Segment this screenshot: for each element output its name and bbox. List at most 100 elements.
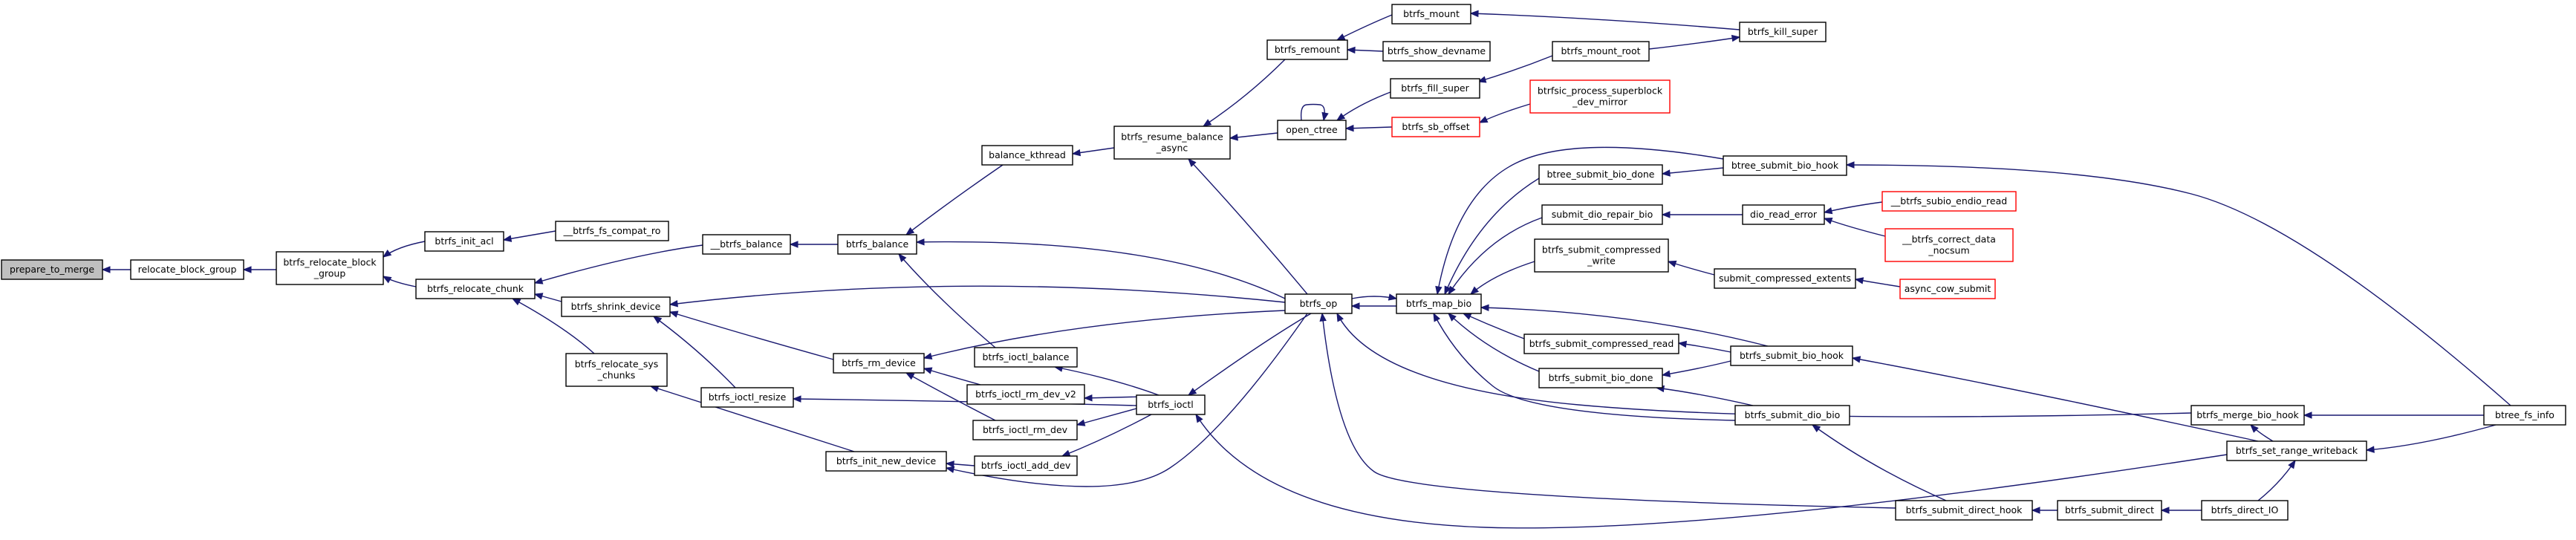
node-btrfs-show-devname[interactable]: btrfs_show_devname: [1382, 41, 1491, 62]
node-btrfs-map-bio[interactable]: btrfs_map_bio: [1396, 293, 1482, 314]
node-box: [1730, 345, 1853, 366]
node-btrfs-balance[interactable]: btrfs_balance: [837, 234, 917, 255]
node-submit-dio-repair-bio[interactable]: submit_dio_repair_bio: [1541, 204, 1663, 225]
node-label: btrfs_submit_bio_done: [1549, 372, 1653, 383]
call-edge-line: [2257, 460, 2296, 501]
call-edge: [1444, 178, 1540, 296]
node-balance-kthread[interactable]: balance_kthread: [981, 145, 1073, 166]
node-label: __btrfs_fs_compat_ro: [563, 225, 661, 236]
call-edge: [1435, 146, 1724, 296]
node-label: _async: [1156, 143, 1188, 154]
call-edge-line: [946, 313, 1308, 487]
node-box: [2190, 405, 2305, 426]
node-box: [424, 231, 504, 252]
node-submit-compressed-extents[interactable]: submit_compressed_extents: [1714, 268, 1856, 289]
arrowhead-icon: [511, 298, 521, 306]
call-edge: [2257, 459, 2296, 501]
node-btrfs-submit-direct[interactable]: btrfs_submit_direct: [2057, 500, 2162, 521]
node-label: btrfsic_process_superblock: [1538, 85, 1663, 97]
call-edge-line: [1336, 14, 1393, 41]
node-btrfs-ioctl-resize[interactable]: btrfs_ioctl_resize: [700, 387, 794, 408]
call-edge: [1677, 340, 1731, 353]
node-btrfs-ioctl-add-dev[interactable]: btrfs_ioctl_add_dev: [974, 455, 1078, 476]
node-label: btree_submit_bio_hook: [1731, 160, 1839, 171]
node-btrfs-direct-IO[interactable]: btrfs_direct_IO: [2201, 500, 2289, 521]
node-btrfs-ioctl[interactable]: btrfs_ioctl: [1136, 394, 1206, 415]
node-label: btrfs_ioctl_add_dev: [981, 460, 1071, 471]
node-btrfs-mount[interactable]: btrfs_mount: [1391, 4, 1471, 25]
call-edge: [1076, 408, 1137, 426]
call-edge-line: [669, 285, 1286, 305]
call-edge-line: [1448, 217, 1543, 295]
node-label: balance_kthread: [989, 149, 1066, 160]
node-box: [1396, 293, 1482, 314]
call-edge: [945, 461, 975, 468]
node-btrfs-remount[interactable]: btrfs_remount: [1266, 39, 1348, 60]
node-relocate-block-group[interactable]: relocate_block_group: [130, 259, 244, 280]
node-btrfsic-process-superblock-dev-mirror[interactable]: btrfsic_process_superblock_dev_mirror: [1529, 79, 1671, 114]
arrowhead-icon: [2303, 411, 2312, 419]
node-btrfs-mount-root[interactable]: btrfs_mount_root: [1552, 41, 1650, 62]
node-box: [1881, 191, 2017, 212]
node-box: [702, 234, 791, 255]
arrowhead-icon: [915, 238, 925, 246]
node-btrfs-resume-balance-async[interactable]: btrfs_resume_balance_async: [1113, 126, 1231, 160]
node-label: btrfs_submit_direct_hook: [1906, 504, 2023, 515]
node-open-ctree[interactable]: open_ctree: [1277, 120, 1347, 140]
call-edge-line: [1084, 396, 1145, 399]
node-btree-submit-bio-done[interactable]: btree_submit_bio_done: [1538, 164, 1663, 185]
node-box: [700, 387, 794, 408]
node-btrfs-submit-bio-done[interactable]: btrfs_submit_bio_done: [1538, 368, 1663, 388]
node-btrfs-merge-bio-hook[interactable]: btrfs_merge_bio_hook: [2190, 405, 2305, 426]
node-btrfs-init-acl[interactable]: btrfs_init_acl: [424, 231, 504, 252]
arrowhead-icon: [923, 352, 933, 360]
arrowhead-icon: [1845, 161, 1855, 169]
node-btrfs-fill-super[interactable]: btrfs_fill_super: [1390, 78, 1480, 99]
node-btree-fs-info[interactable]: btree_fs_info: [2483, 405, 2566, 426]
node-async-cow-submit[interactable]: async_cow_submit: [1899, 279, 1996, 299]
node-btrfs-correct-data-nocsum[interactable]: __btrfs_correct_data_nocsum: [1884, 228, 2014, 262]
arrowhead-icon: [1076, 419, 1086, 426]
node-btrfs-init-new-device[interactable]: btrfs_init_new_device: [825, 451, 947, 472]
node-btrfs-kill-super[interactable]: btrfs_kill_super: [1739, 22, 1827, 42]
call-edge-line: [1678, 342, 1731, 353]
call-edge-line: [1444, 178, 1540, 295]
node-btrfs-sb-offset[interactable]: btrfs_sb_offset: [1391, 117, 1480, 137]
node-btrfs-submit-compressed-write[interactable]: btrfs_submit_compressed_write: [1534, 238, 1669, 273]
node-label: btrfs_merge_bio_hook: [2196, 409, 2299, 420]
node-btrfs-fs-compat-ro[interactable]: __btrfs_fs_compat_ro: [555, 221, 669, 241]
node-prepare-to-merge[interactable]: prepare_to_merge: [1, 259, 103, 280]
node-btrfs-set-range-writeback[interactable]: btrfs_set_range_writeback: [2226, 440, 2367, 461]
node-box: [1734, 405, 1850, 426]
node-btrfs-submit-compressed-read[interactable]: btrfs_submit_compressed_read: [1523, 334, 1679, 354]
arrowhead-icon: [789, 241, 799, 248]
node-btrfs-balance[interactable]: __btrfs_balance: [702, 234, 791, 255]
arrowhead-icon: [1344, 124, 1354, 132]
node-btrfs-ioctl-rm-dev[interactable]: btrfs_ioctl_rm_dev: [972, 420, 1078, 440]
node-dio-read-error[interactable]: dio_read_error: [1742, 204, 1825, 225]
node-btrfs-shrink-device[interactable]: btrfs_shrink_device: [561, 296, 671, 317]
call-edge: [2303, 411, 2484, 419]
node-btrfs-submit-dio-bio[interactable]: btrfs_submit_dio_bio: [1734, 405, 1850, 426]
node-btrfs-submit-direct-hook[interactable]: btrfs_submit_direct_hook: [1895, 500, 2033, 521]
node-btrfs-ioctl-balance[interactable]: btrfs_ioctl_balance: [974, 347, 1078, 368]
arrowhead-icon: [1202, 119, 1212, 127]
node-label: btrfs_submit_compressed_read: [1529, 338, 1674, 349]
node-btrfs-subio-endio-read[interactable]: __btrfs_subio_endio_read: [1881, 191, 2017, 212]
node-label: btree_submit_bio_done: [1546, 169, 1654, 180]
call-edge-line: [650, 386, 855, 452]
node-btrfs-relocate-sys-chunks[interactable]: btrfs_relocate_sys_chunks: [565, 353, 668, 387]
node-btrfs-relocate-block-group[interactable]: btrfs_relocate_block_group: [276, 251, 384, 285]
node-btrfs-op[interactable]: btrfs_op: [1284, 293, 1353, 314]
node-label: _nocsum: [1928, 245, 1969, 256]
node-btree-submit-bio-hook[interactable]: btree_submit_bio_hook: [1723, 155, 1847, 176]
node-btrfs-rm-device[interactable]: btrfs_rm_device: [833, 353, 925, 374]
call-edge: [1195, 413, 2228, 529]
arrowhead-icon: [652, 316, 663, 325]
node-btrfs-relocate-chunk[interactable]: btrfs_relocate_chunk: [415, 279, 536, 299]
node-btrfs-submit-bio-hook[interactable]: btrfs_submit_bio_hook: [1730, 345, 1853, 366]
node-box: [1884, 228, 2014, 262]
call-edge-line: [1479, 103, 1531, 123]
node-btrfs-ioctl-rm-dev-v2[interactable]: btrfs_ioctl_rm_dev_v2: [966, 384, 1085, 405]
call-edge: [1336, 91, 1391, 121]
